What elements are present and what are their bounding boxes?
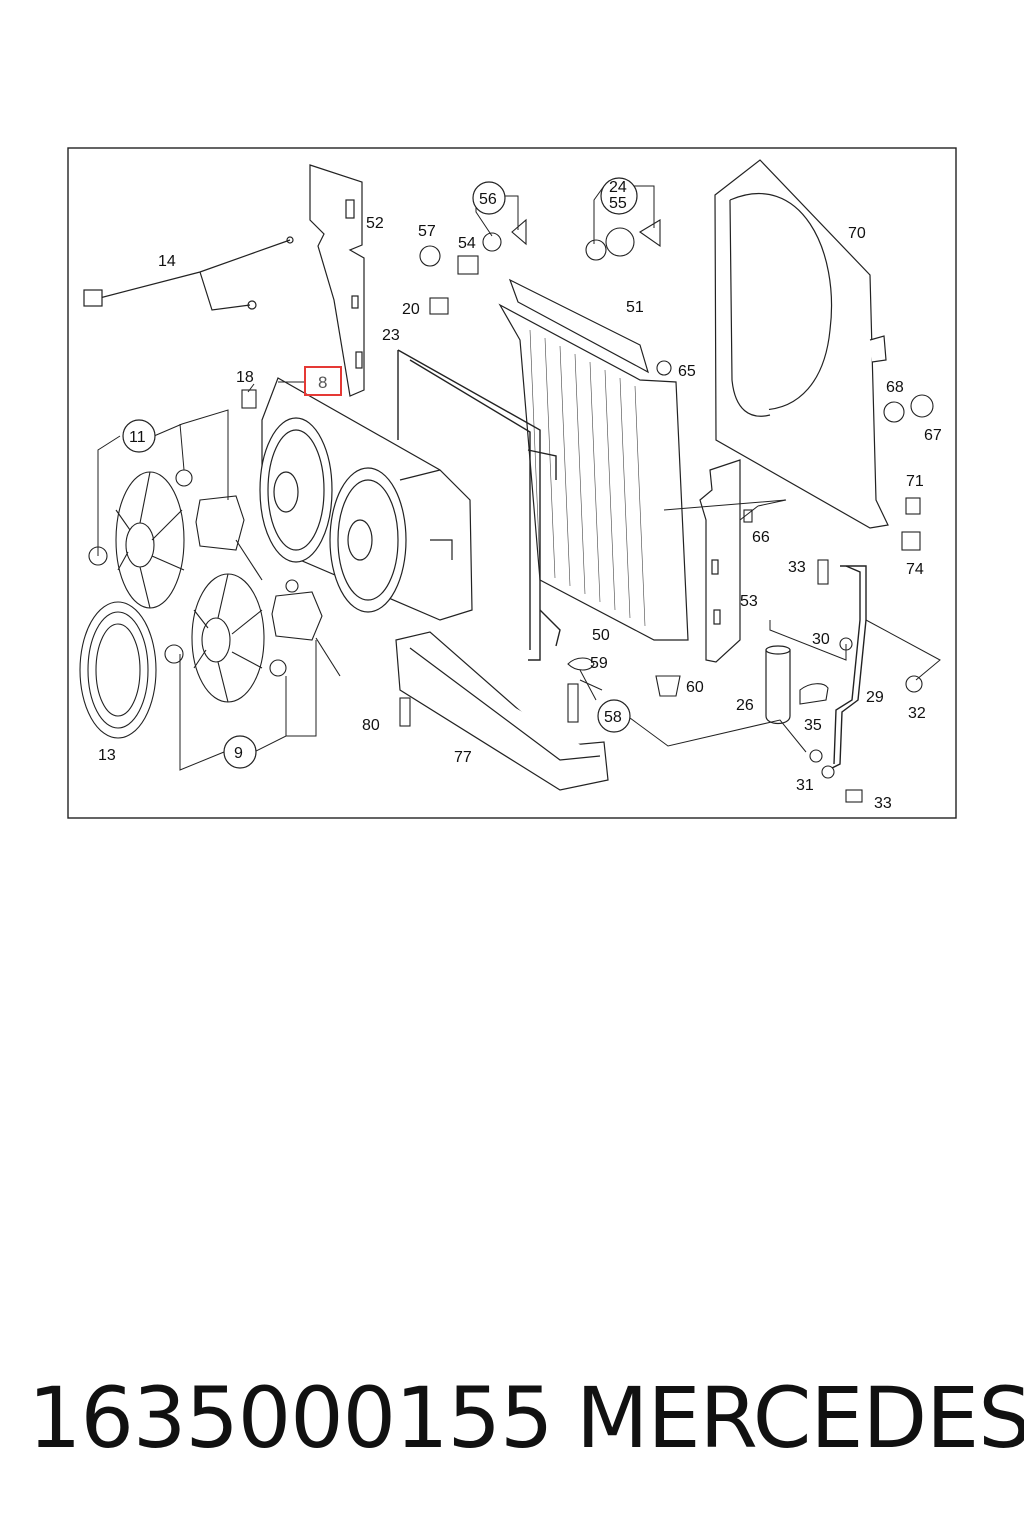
part-label: 13 bbox=[98, 747, 116, 764]
part-label: 30 bbox=[812, 631, 830, 648]
fan-blade-9-drawing bbox=[191, 573, 265, 703]
radiator-fins bbox=[529, 329, 646, 627]
part-label: 56 bbox=[479, 191, 497, 208]
part-label: 35 bbox=[804, 717, 822, 734]
fan-shroud-70-drawing bbox=[714, 159, 889, 529]
part-label: 20 bbox=[402, 301, 420, 318]
part-label: 18 bbox=[236, 369, 254, 386]
part-label: 23 bbox=[382, 327, 400, 344]
leader-lines bbox=[97, 185, 941, 771]
fan-blade-11-drawing bbox=[115, 471, 185, 609]
part-label: 31 bbox=[796, 777, 814, 794]
ac-line-29-drawing bbox=[827, 565, 867, 771]
wiring-harness-drawing bbox=[83, 236, 294, 311]
part-label: 11 bbox=[129, 429, 146, 446]
part-label: 9 bbox=[234, 745, 243, 762]
part-label: 53 bbox=[740, 593, 758, 610]
highlight-box bbox=[304, 366, 342, 396]
part-label: 59 bbox=[590, 655, 608, 672]
part-label: 80 bbox=[362, 717, 380, 734]
parts-diagram: 8 9 11 13 14 18 20 23 24 55 26 29 30 31 … bbox=[67, 147, 957, 819]
part-number: 1635000155 bbox=[28, 1369, 553, 1467]
condenser-frame-drawing bbox=[397, 349, 561, 661]
part-label: 65 bbox=[678, 363, 696, 380]
part-label: 8 bbox=[318, 373, 327, 392]
part-label: 33 bbox=[788, 559, 806, 576]
part-label: 51 bbox=[626, 299, 644, 316]
fan-assembly-8-drawing bbox=[259, 377, 473, 621]
part-label: 67 bbox=[924, 427, 942, 444]
receiver-drier-26-drawing bbox=[765, 645, 791, 725]
part-label: 33 bbox=[874, 795, 892, 812]
part-label: 55 bbox=[609, 195, 627, 212]
part-label: 57 bbox=[418, 223, 436, 240]
fan-motor-11-drawing bbox=[195, 495, 263, 581]
brand-name: MERCEDES bbox=[576, 1369, 1024, 1467]
part-label: 26 bbox=[736, 697, 754, 714]
part-label: 68 bbox=[886, 379, 904, 396]
part-label: 70 bbox=[848, 225, 866, 242]
part-label: 77 bbox=[454, 749, 472, 766]
part-label: 24 bbox=[609, 179, 627, 196]
part-label: 32 bbox=[908, 705, 926, 722]
part-label: 29 bbox=[866, 689, 884, 706]
part-label: 54 bbox=[458, 235, 476, 252]
part-label: 58 bbox=[604, 709, 622, 726]
fan-motor-9-drawing bbox=[271, 591, 341, 677]
callout-circles bbox=[122, 177, 638, 769]
part-label: 50 bbox=[592, 627, 610, 644]
part-label: 52 bbox=[366, 215, 384, 232]
part-label: 74 bbox=[906, 561, 924, 578]
fan-guard-13-drawing bbox=[79, 601, 157, 739]
bracket-35-drawing bbox=[799, 683, 829, 705]
part-label: 14 bbox=[158, 253, 176, 270]
part-label: 71 bbox=[906, 473, 924, 490]
part-label: 66 bbox=[752, 529, 770, 546]
shroud-plate-52-drawing bbox=[309, 164, 365, 397]
caption: 1635000155 MERCEDES bbox=[0, 1368, 1024, 1478]
air-guide-77-drawing bbox=[395, 631, 609, 791]
part-label: 60 bbox=[686, 679, 704, 696]
